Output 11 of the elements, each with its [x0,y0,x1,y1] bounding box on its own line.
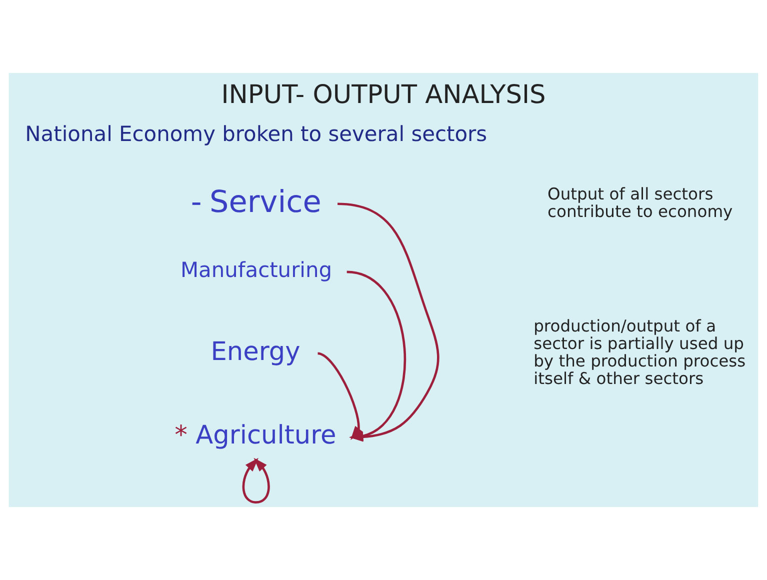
node-label: * [174,420,188,451]
label: National Economy broken to several sectors [25,122,488,146]
diagram-title: INPUT- OUTPUT ANALYSIS [221,80,546,110]
node-text: Manufacturing [180,258,332,282]
label: Output of all sectors contribute to economy [548,184,733,221]
label: production/output of a sector is partially used up by the production process itself & other sectors [534,316,746,388]
node-text: Energy [210,336,300,367]
arrow [242,458,270,504]
node-label: - [190,184,202,220]
node-text: Service [210,184,322,220]
node-text: Agriculture [196,420,336,451]
